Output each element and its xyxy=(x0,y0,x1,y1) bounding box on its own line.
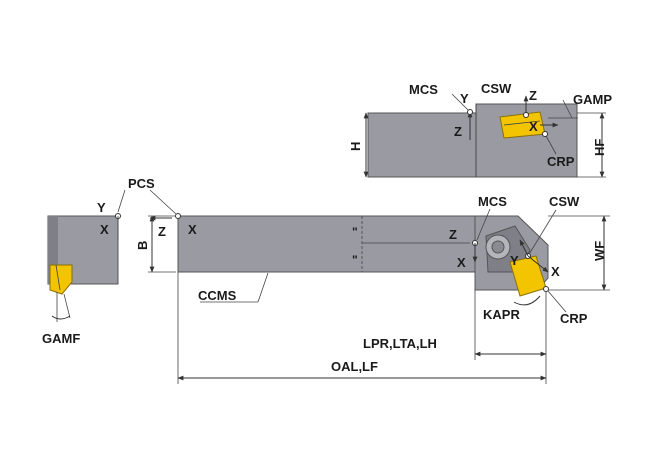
end-view-insert xyxy=(49,264,73,295)
gamf-arc xyxy=(51,315,71,320)
csw-main-leader xyxy=(527,209,557,257)
end-view-shade xyxy=(48,216,58,284)
crp-main-leader xyxy=(547,290,567,313)
pcs-leader-end xyxy=(117,189,126,213)
shank xyxy=(177,215,476,273)
wf-label: WF xyxy=(592,241,607,261)
top-view-shank xyxy=(367,112,477,178)
h-label: H xyxy=(348,142,363,151)
mcs-main-leader xyxy=(476,208,491,241)
crp-top-leader xyxy=(544,133,557,155)
top-z-axis: Z xyxy=(454,124,462,139)
break-mark-bottom: " xyxy=(352,253,358,267)
crp-top-label: CRP xyxy=(547,154,575,169)
main-x2-arrow xyxy=(527,255,549,273)
top-z2-axis: Z xyxy=(529,88,537,103)
kapr-label: KAPR xyxy=(483,307,520,322)
crp-top-point xyxy=(542,131,548,137)
end-x-axis: X xyxy=(100,222,109,237)
main-y-axis: Y xyxy=(510,253,519,268)
gamp-leader xyxy=(562,99,573,119)
ccms-leader xyxy=(257,272,269,303)
csw-top-point xyxy=(523,112,529,118)
pcs-leader xyxy=(149,189,177,215)
gamp-label: GAMP xyxy=(573,92,612,107)
gamf-angle-line xyxy=(63,293,71,319)
side-z-axis: Z xyxy=(158,224,166,239)
pcs-label: PCS xyxy=(128,176,155,191)
gamf-label: GAMF xyxy=(42,331,80,346)
top-view-insert-edge xyxy=(503,120,541,126)
end-view-insert-edge xyxy=(55,264,61,291)
side-x-axis: X xyxy=(188,222,197,237)
b-label: B xyxy=(135,241,150,250)
break-mark-top: " xyxy=(352,225,358,239)
mcs-top-point xyxy=(467,109,473,115)
pcs-point xyxy=(175,213,181,219)
mcs-top-label: MCS xyxy=(409,82,438,97)
top-x-axis: X xyxy=(529,119,538,134)
crp-main-label: CRP xyxy=(560,311,588,326)
clamp-screw-center xyxy=(491,240,505,254)
kapr-arc xyxy=(513,295,541,306)
lpr-label: LPR,LTA,LH xyxy=(363,336,437,351)
main-z-axis: Z xyxy=(449,227,457,242)
crp-main-point xyxy=(543,286,549,292)
oal-label: OAL,LF xyxy=(331,359,378,374)
ccms-label: CCMS xyxy=(198,288,237,303)
side-view: " " PCS Z X B MCS Z X CSW Y X xyxy=(117,176,610,384)
hf-label: HF xyxy=(592,139,607,156)
main-x-axis: X xyxy=(457,255,466,270)
main-y-arrow xyxy=(519,239,529,257)
end-y-axis: Y xyxy=(97,200,106,215)
mcs-main-label: MCS xyxy=(478,194,507,209)
end-view: Y X GAMF xyxy=(42,200,121,346)
top-view: H HF Z Y MCS CSW Z X GAMP CRP xyxy=(348,81,612,178)
top-y-axis: Y xyxy=(460,91,469,106)
csw-main-label: CSW xyxy=(549,194,580,209)
csw-top-label: CSW xyxy=(481,81,512,96)
mcs-top-leader xyxy=(451,93,469,111)
main-x2-axis: X xyxy=(551,264,560,279)
